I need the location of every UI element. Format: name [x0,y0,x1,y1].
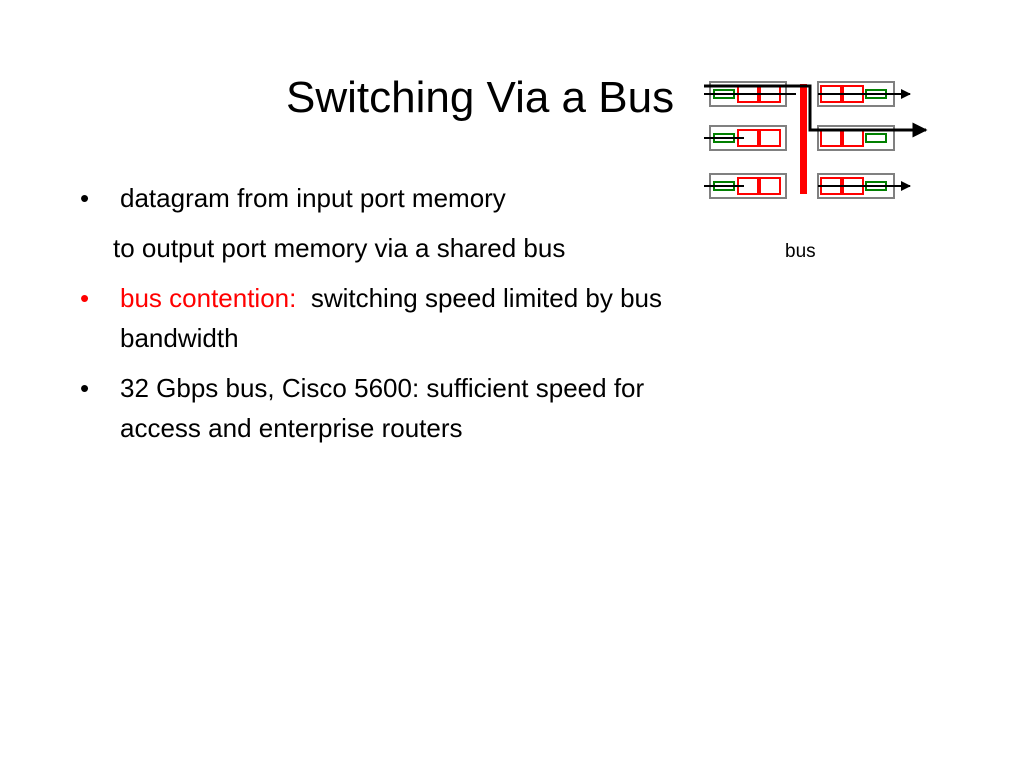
bus-label: bus [785,241,816,262]
bullet-item-bus-contention: • bus contention: switching speed limite… [80,278,690,358]
shared-bus [800,84,807,194]
bullet-text: to output port memory via a shared bus [113,233,566,263]
bullet-list: • datagram from input port memory to out… [80,178,690,448]
transfer-path-arrow [704,84,928,138]
slide-title: Switching Via a Bus [286,73,675,122]
bullet-marker: • [80,183,90,213]
bullet-marker: • [80,373,90,403]
bullet-continuation: to output port memory via a shared bus [80,228,690,268]
bullet-text: 32 Gbps bus, Cisco 5600: sufficient spee… [120,373,645,443]
bullet-text: switching speed limited by bus bandwidth [120,283,662,353]
bullet-highlight: bus contention: [120,283,297,313]
bullet-text: datagram from input port memory [120,183,506,213]
bullet-item-datagram: • datagram from input port memory [80,178,690,218]
bullet-marker: • [80,283,90,313]
bus-switching-diagram [704,81,928,199]
bullet-item-cisco: • 32 Gbps bus, Cisco 5600: sufficient sp… [80,368,690,448]
